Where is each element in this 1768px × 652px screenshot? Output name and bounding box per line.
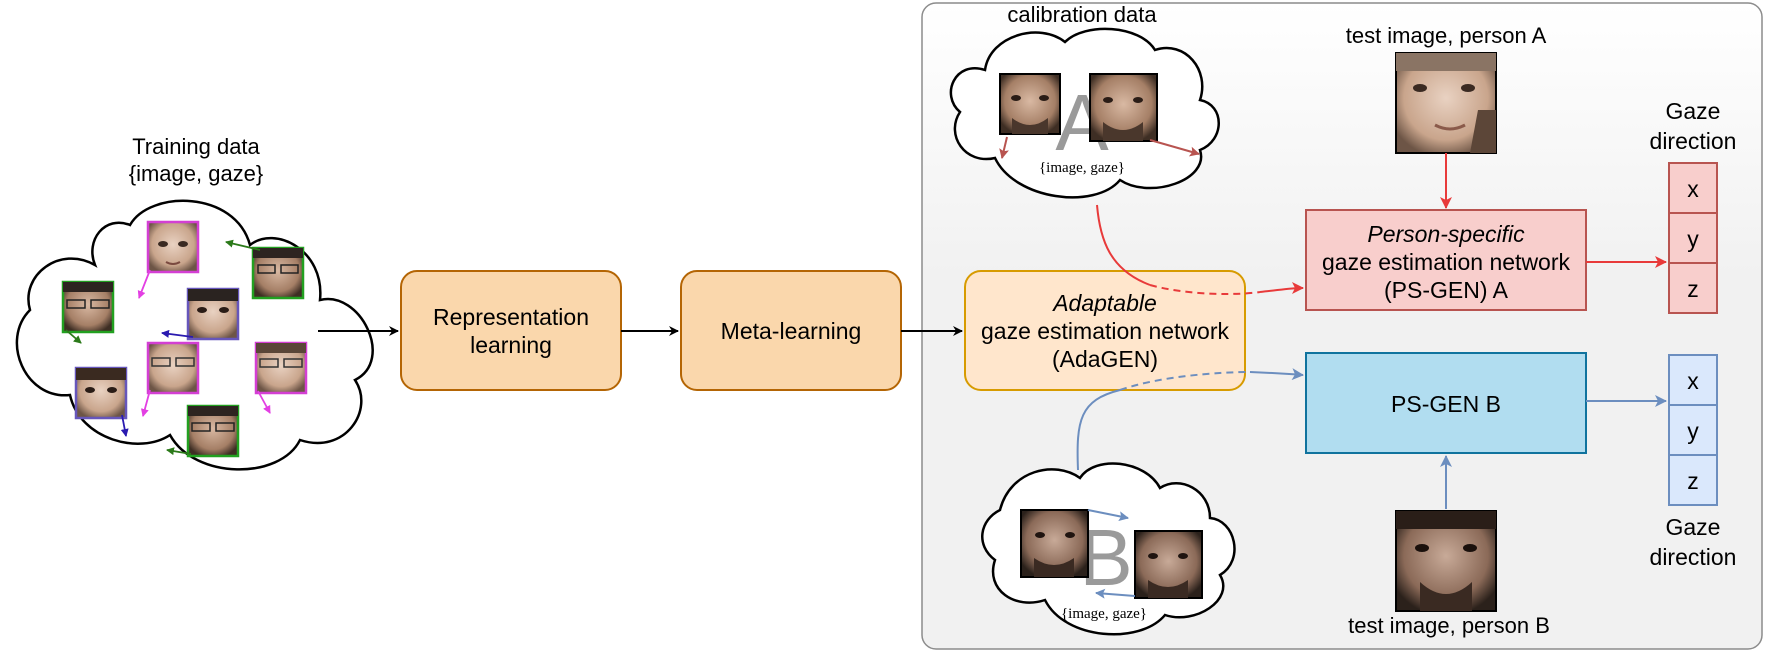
gaze-direction-a-label: Gaze bbox=[1666, 98, 1721, 124]
training-face-6 bbox=[254, 341, 308, 395]
gaze-direction-a-label-2: direction bbox=[1650, 128, 1737, 154]
test-image-person-b bbox=[1395, 510, 1497, 612]
training-gaze-arrow bbox=[166, 447, 192, 456]
representation-learning-label-2: learning bbox=[470, 332, 552, 358]
adagen-box bbox=[964, 270, 1246, 391]
output-a-y-cell bbox=[1668, 212, 1718, 264]
cloud-b-caption: {image, gaze} bbox=[1061, 606, 1147, 622]
training-data-label: Training data bbox=[132, 134, 260, 159]
output-a-y: y bbox=[1687, 226, 1699, 252]
training-face-5 bbox=[146, 341, 200, 395]
calibration-gaze-arrow bbox=[1087, 509, 1129, 522]
adaptation-curve-b-end bbox=[1249, 368, 1304, 381]
adaptation-curve-b-dashed bbox=[1119, 371, 1251, 391]
training-data-sublabel: {image, gaze} bbox=[129, 161, 264, 186]
calibration-cloud-a bbox=[949, 27, 1220, 199]
training-face-2 bbox=[251, 246, 305, 300]
output-b-y: y bbox=[1687, 418, 1699, 444]
psgen-a-label: gaze estimation network bbox=[1322, 249, 1571, 275]
training-gaze-arrow bbox=[137, 269, 151, 299]
output-a-x: x bbox=[1687, 176, 1699, 202]
training-gaze-arrow bbox=[65, 329, 82, 344]
adaptation-curve-a-solid bbox=[1096, 204, 1151, 286]
gaze-direction-b-label-2: direction bbox=[1650, 544, 1737, 570]
adaptation-curve-a-dashed bbox=[1149, 284, 1261, 295]
test-image-person-a bbox=[1395, 52, 1497, 154]
output-a-x-cell bbox=[1668, 162, 1718, 214]
output-b-z-cell bbox=[1668, 454, 1718, 506]
representation-learning-box bbox=[400, 270, 622, 391]
training-face-7 bbox=[74, 366, 128, 420]
calibration-data-title: calibration data bbox=[1007, 2, 1157, 27]
training-gaze-arrow bbox=[225, 239, 261, 251]
training-gaze-arrow bbox=[257, 390, 271, 414]
adagen-label-italic: Adaptable bbox=[1051, 290, 1157, 316]
output-a-z-cell bbox=[1668, 262, 1718, 314]
representation-learning-label: Representation bbox=[433, 304, 589, 330]
calibration-face-a2 bbox=[1089, 73, 1158, 142]
adagen-label-abbr: (AdaGEN) bbox=[1052, 346, 1158, 372]
adaptation-curve-b-solid bbox=[1076, 389, 1121, 471]
psgen-b-box bbox=[1305, 352, 1587, 454]
calibration-gaze-arrow bbox=[1095, 588, 1136, 599]
psgen-a-label-italic: Person-specific bbox=[1367, 221, 1525, 247]
output-a-z: z bbox=[1687, 276, 1699, 302]
gaze-direction-b-label: Gaze bbox=[1666, 514, 1721, 540]
calibration-face-a1 bbox=[999, 73, 1061, 135]
calibration-gaze-arrow bbox=[999, 136, 1009, 159]
adagen-label: gaze estimation network bbox=[981, 318, 1230, 344]
training-gaze-arrow bbox=[161, 329, 194, 338]
output-vector-b: x y z bbox=[1668, 354, 1718, 506]
psgen-a-box bbox=[1305, 209, 1587, 311]
calibration-face-b2 bbox=[1134, 530, 1203, 599]
calibration-face-b1 bbox=[1020, 509, 1089, 578]
output-b-x: x bbox=[1687, 368, 1699, 394]
psgen-a-label-abbr: (PS-GEN) A bbox=[1384, 277, 1509, 303]
psgen-b-label: PS-GEN B bbox=[1391, 391, 1501, 417]
training-face-4 bbox=[186, 287, 240, 341]
calibration-gaze-arrow bbox=[1149, 139, 1200, 157]
training-gaze-arrow bbox=[140, 389, 151, 417]
test-image-b-label: test image, person B bbox=[1348, 613, 1550, 638]
training-face-8 bbox=[186, 404, 240, 458]
training-face-1 bbox=[146, 220, 200, 274]
cloud-a-caption: {image, gaze} bbox=[1039, 160, 1125, 176]
training-gaze-arrow bbox=[120, 414, 129, 437]
output-vector-a: x y z bbox=[1668, 162, 1718, 314]
adaptation-curve-a-end bbox=[1259, 282, 1304, 295]
meta-learning-label: Meta-learning bbox=[721, 318, 862, 344]
output-b-x-cell bbox=[1668, 354, 1718, 406]
test-image-a-label: test image, person A bbox=[1346, 23, 1547, 48]
training-face-3 bbox=[61, 280, 115, 334]
output-b-z: z bbox=[1687, 468, 1699, 494]
